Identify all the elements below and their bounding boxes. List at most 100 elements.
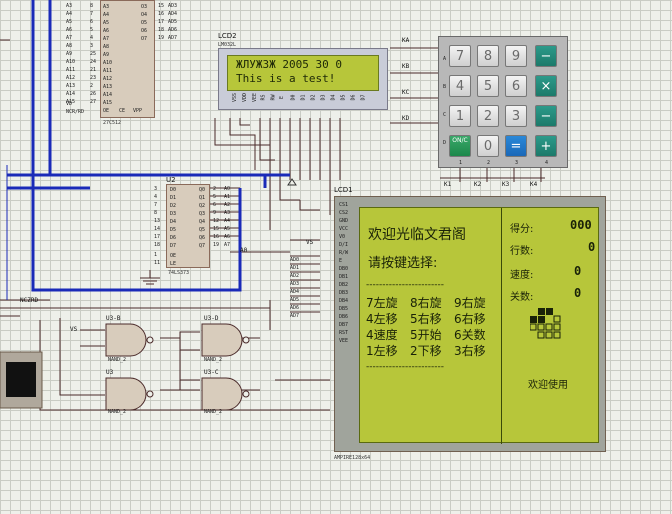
key-8[interactable]: 8 bbox=[477, 45, 499, 67]
lcd2-screen: ЖЛУЖЗЖ 2005 30 0 This is a test! bbox=[227, 55, 379, 91]
lcd2-module[interactable]: ЖЛУЖЗЖ 2005 30 0 This is a test! VSS VDD… bbox=[218, 48, 388, 110]
key-on-clear[interactable]: ON/C bbox=[449, 135, 471, 157]
menu-item[interactable]: 8右旋 bbox=[410, 296, 442, 310]
key-3[interactable]: 3 bbox=[505, 105, 527, 127]
net-label: A9 bbox=[66, 51, 73, 57]
next-piece-preview bbox=[530, 308, 561, 339]
key-4[interactable]: 4 bbox=[449, 75, 471, 97]
latch-pin: D2 bbox=[170, 203, 177, 209]
lcd1-pin: DB7 bbox=[339, 322, 349, 328]
pin-number: 23 bbox=[90, 75, 97, 81]
latch-pin: D5 bbox=[170, 227, 177, 233]
lcd2-line1: ЖЛУЖЗЖ 2005 30 0 bbox=[236, 58, 342, 71]
lcd1-pin: DB5 bbox=[339, 306, 349, 312]
gate-part: NAND_2 bbox=[204, 409, 223, 415]
lcd1-pin: DB6 bbox=[339, 314, 349, 320]
score-label: 得分: bbox=[510, 224, 534, 235]
menu-item[interactable]: 5开始 bbox=[410, 328, 442, 342]
lcd2-pin: VSS bbox=[232, 92, 239, 103]
keypad-col-net: K2 bbox=[474, 181, 482, 188]
lcd2-pin: RS bbox=[260, 94, 267, 101]
pin-number: 16 bbox=[158, 11, 165, 17]
net-label: A12 bbox=[66, 75, 76, 81]
net-label: A7 bbox=[66, 35, 73, 41]
pin-number: 2 bbox=[213, 186, 217, 192]
level-value: 0 bbox=[574, 286, 582, 300]
menu-item[interactable]: 6关数 bbox=[454, 328, 486, 342]
net-label: AD5 bbox=[290, 297, 300, 303]
latch-pin: Q4 bbox=[199, 219, 206, 225]
nand-gate-u3b[interactable] bbox=[104, 322, 164, 358]
net-label: A0 bbox=[224, 186, 231, 192]
net-label: A13 bbox=[66, 83, 76, 89]
menu-item[interactable]: 1左移 bbox=[366, 344, 398, 358]
key-2[interactable]: 2 bbox=[477, 105, 499, 127]
lcd2-pin: VDD bbox=[242, 92, 249, 103]
lcd1-pin: DB4 bbox=[339, 298, 349, 304]
keypad-col-label: 1 bbox=[459, 160, 463, 166]
net-nczrd: NCZRD bbox=[20, 297, 39, 304]
net-label: AD1 bbox=[290, 265, 300, 271]
rom-pin: A5 bbox=[103, 20, 110, 26]
rom-pin: A7 bbox=[103, 36, 110, 42]
lcd1-pin: RST bbox=[339, 330, 349, 336]
key-subtract[interactable]: − bbox=[535, 105, 557, 127]
rom-pin: A4 bbox=[103, 12, 110, 18]
rom-pin: O7 bbox=[141, 36, 148, 42]
menu-item[interactable]: 3右移 bbox=[454, 344, 486, 358]
net-label: AD3 bbox=[290, 281, 300, 287]
pin-number: 3 bbox=[90, 43, 94, 49]
pin-number: 18 bbox=[158, 27, 165, 33]
key-1[interactable]: 1 bbox=[449, 105, 471, 127]
lcd1-module[interactable]: CS1 CS2 GND VCC V0 D/I R/W E DB0 DB1 DB2… bbox=[334, 196, 606, 452]
key-minus[interactable]: − bbox=[535, 45, 557, 67]
nand-gate-u3c[interactable] bbox=[200, 376, 260, 412]
menu-item[interactable]: 7左旋 bbox=[366, 296, 398, 310]
net-label: A1 bbox=[224, 194, 231, 200]
rom-chip[interactable]: A3 A4 A5 A6 A7 A8 A9 A10 A11 A12 A13 A14… bbox=[100, 0, 155, 118]
key-6[interactable]: 6 bbox=[505, 75, 527, 97]
key-7[interactable]: 7 bbox=[449, 45, 471, 67]
net-label: AD7 bbox=[290, 313, 300, 319]
net-label: AD4 bbox=[168, 11, 178, 17]
nand-gate-u3d[interactable] bbox=[200, 322, 260, 358]
pin-number: 19 bbox=[158, 35, 165, 41]
menu-item[interactable]: 4左移 bbox=[366, 312, 398, 326]
key-0[interactable]: 0 bbox=[477, 135, 499, 157]
lcd1-pin: CS2 bbox=[339, 210, 349, 216]
keypad-col-net: K3 bbox=[502, 181, 510, 188]
keypad[interactable]: A B C D 7 8 9 − 4 5 6 × 1 2 3 − ON/C 0 =… bbox=[438, 36, 568, 168]
menu-item[interactable]: 6右移 bbox=[454, 312, 486, 326]
net-label: A14 bbox=[66, 91, 76, 97]
key-multiply[interactable]: × bbox=[535, 75, 557, 97]
menu-item[interactable]: 5右移 bbox=[410, 312, 442, 326]
lcd1-pin: E bbox=[339, 258, 343, 264]
pin-number: 7 bbox=[154, 202, 158, 208]
rom-pin: VPP bbox=[133, 108, 143, 114]
pin-number: 4 bbox=[90, 35, 94, 41]
speed-label: 速度: bbox=[510, 270, 534, 281]
net-label: A2 bbox=[224, 202, 231, 208]
latch-label: U2 bbox=[166, 176, 176, 184]
key-9[interactable]: 9 bbox=[505, 45, 527, 67]
lcd1-pin: CS1 bbox=[339, 202, 349, 208]
lcd2-pin: D3 bbox=[320, 94, 327, 101]
key-5[interactable]: 5 bbox=[477, 75, 499, 97]
menu-item[interactable]: 2下移 bbox=[410, 344, 442, 358]
latch-pin: D4 bbox=[170, 219, 177, 225]
pin-number: 6 bbox=[90, 19, 94, 25]
latch-pin: D7 bbox=[170, 243, 177, 249]
net-label: A7 bbox=[224, 242, 231, 248]
lcd1-part: AMPIRE128x64 bbox=[334, 455, 371, 461]
key-plus[interactable]: + bbox=[535, 135, 557, 157]
gate-part: NAND_2 bbox=[108, 409, 127, 415]
menu-item[interactable]: 9右旋 bbox=[454, 296, 486, 310]
nand-gate-u3[interactable] bbox=[104, 376, 164, 412]
menu-item[interactable]: 4速度 bbox=[366, 328, 398, 342]
pin-number: 13 bbox=[154, 218, 161, 224]
lcd2-pin: E bbox=[279, 95, 286, 100]
latch-chip[interactable]: D0 D1 D2 D3 D4 D5 D6 D7 OE LE Q0 Q1 Q2 Q… bbox=[166, 184, 210, 268]
keypad-col-label: 4 bbox=[545, 160, 549, 166]
key-equals[interactable]: = bbox=[505, 135, 527, 157]
